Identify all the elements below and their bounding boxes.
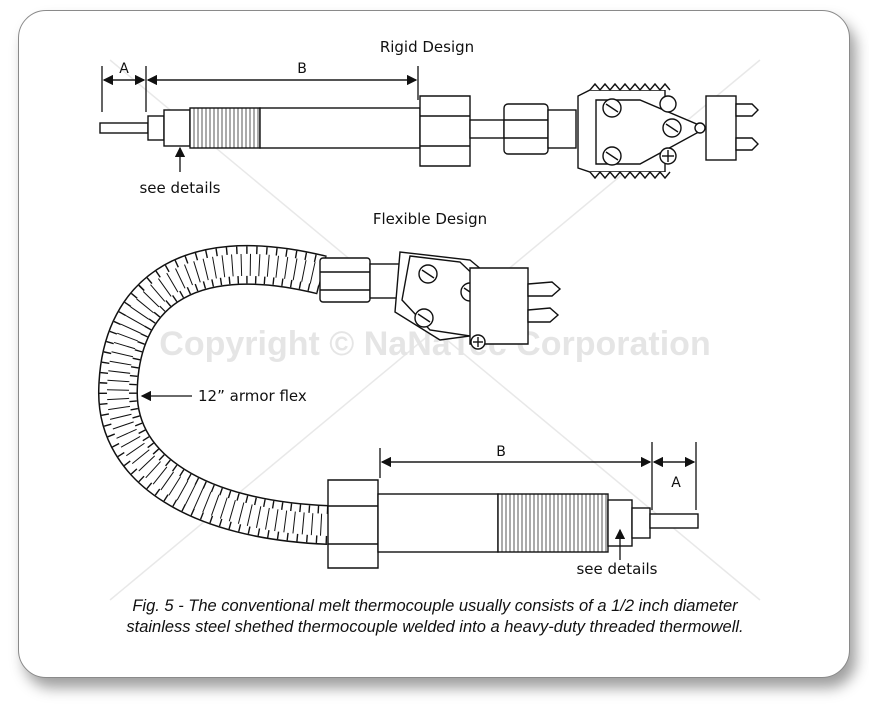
rigid-dim-b: B	[297, 61, 307, 77]
rigid-connector	[577, 82, 759, 180]
caption-line-2: stainless steel shethed thermocouple wel…	[126, 618, 744, 636]
caption-line-1: Fig. 5 - The conventional melt thermocou…	[132, 597, 738, 615]
flexible-title: Flexible Design	[373, 210, 487, 228]
rigid-probe	[99, 95, 577, 167]
rigid-title: Rigid Design	[380, 38, 474, 56]
flexible-callout: see details	[576, 560, 657, 578]
figure-caption: Fig. 5 - The conventional melt thermocou…	[40, 596, 830, 638]
flexible-dim-b: B	[496, 444, 506, 460]
flexible-dimension-lines	[379, 442, 697, 510]
armor-flex-hose	[97, 245, 329, 545]
rigid-dimension-lines	[101, 66, 419, 112]
rigid-dim-a: A	[119, 61, 129, 77]
flexible-connector	[319, 251, 562, 350]
armor-flex-label: 12” armor flex	[198, 387, 307, 405]
rigid-callout: see details	[139, 179, 220, 197]
flexible-dim-a: A	[671, 475, 681, 491]
flexible-probe	[327, 479, 699, 569]
